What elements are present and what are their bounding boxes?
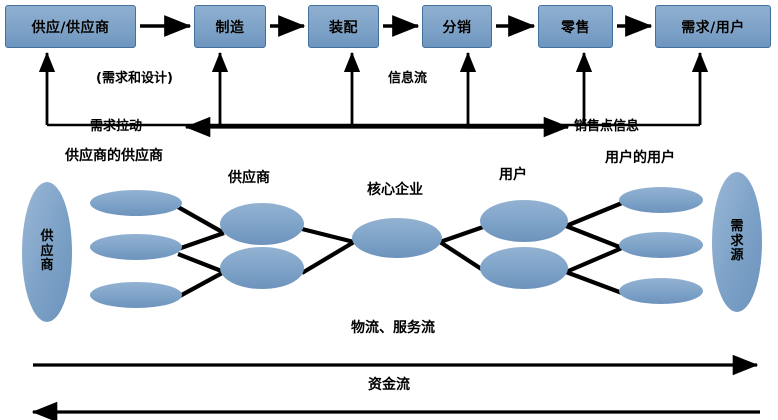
- customer-node-2[interactable]: [480, 247, 568, 289]
- process-box-2[interactable]: 制造: [194, 5, 266, 48]
- flow-arrows: [31, 354, 760, 420]
- tier-label-2: 供应商: [228, 170, 270, 186]
- network-link-11: [565, 246, 623, 274]
- supplier-supplier-node-2[interactable]: [90, 234, 182, 260]
- network-link-6: [300, 240, 356, 275]
- logistics-flow-label: 物流、服务流: [351, 320, 435, 336]
- network-link-9: [565, 201, 623, 228]
- network-link-4: [176, 270, 226, 299]
- customer-node-1[interactable]: [480, 200, 568, 242]
- tier-label-4: 用户: [499, 167, 527, 183]
- network-link-7: [439, 224, 487, 244]
- customer-customer-node-3[interactable]: [619, 278, 703, 304]
- supplier-supplier-node-1[interactable]: [90, 190, 182, 216]
- glyph: 商: [40, 258, 54, 274]
- process-box-5[interactable]: 零售: [538, 5, 613, 48]
- glyph: 应: [40, 243, 54, 259]
- process-box-3[interactable]: 装配: [308, 5, 379, 48]
- tier-label-1: 供应商的供应商: [65, 148, 163, 164]
- demand-source-ellipse[interactable]: [712, 172, 762, 312]
- supplier-node-2[interactable]: [220, 247, 304, 289]
- information-flow-label: 信息流: [388, 71, 428, 86]
- customer-customer-node-2[interactable]: [619, 232, 703, 258]
- tier-label-5: 用户的用户: [605, 150, 675, 166]
- pos-information-label: 销售点信息: [574, 119, 640, 134]
- supplier-node-1[interactable]: [220, 203, 304, 245]
- process-box-4[interactable]: 分销: [422, 5, 492, 48]
- process-box-6[interactable]: 需求/用户: [655, 5, 771, 48]
- information-flow-arrows: [38, 51, 709, 138]
- network-link-12: [565, 270, 623, 295]
- glyph: 求: [730, 233, 744, 249]
- supplier-supplier-node-3[interactable]: [90, 282, 182, 308]
- glyph: 供: [40, 229, 54, 245]
- customer-customer-node-1[interactable]: [619, 187, 703, 213]
- network-link-1: [176, 205, 226, 235]
- supply-source-label: 供应商: [27, 224, 67, 280]
- glyph: 需: [730, 219, 744, 235]
- core-enterprise-node-1[interactable]: [352, 218, 442, 258]
- capital-flow-label: 资金流: [368, 377, 410, 393]
- tier-label-3: 核心企业: [367, 182, 423, 198]
- supply-source-ellipse[interactable]: [22, 182, 72, 322]
- demand-pull-label: 需求拉动: [90, 119, 143, 134]
- demand-design-label: (需求和设计): [96, 71, 173, 86]
- glyph: 源: [730, 248, 744, 264]
- process-box-1[interactable]: 供应/供应商: [5, 5, 136, 48]
- network-link-8: [438, 240, 488, 274]
- network-link-10: [565, 224, 623, 250]
- network-nodes: [22, 172, 762, 322]
- network-link-3: [177, 252, 225, 274]
- network-link-2: [177, 231, 225, 251]
- network-link-5: [301, 226, 355, 245]
- demand-source-label: 需求源: [717, 214, 757, 270]
- network-links: [176, 201, 623, 299]
